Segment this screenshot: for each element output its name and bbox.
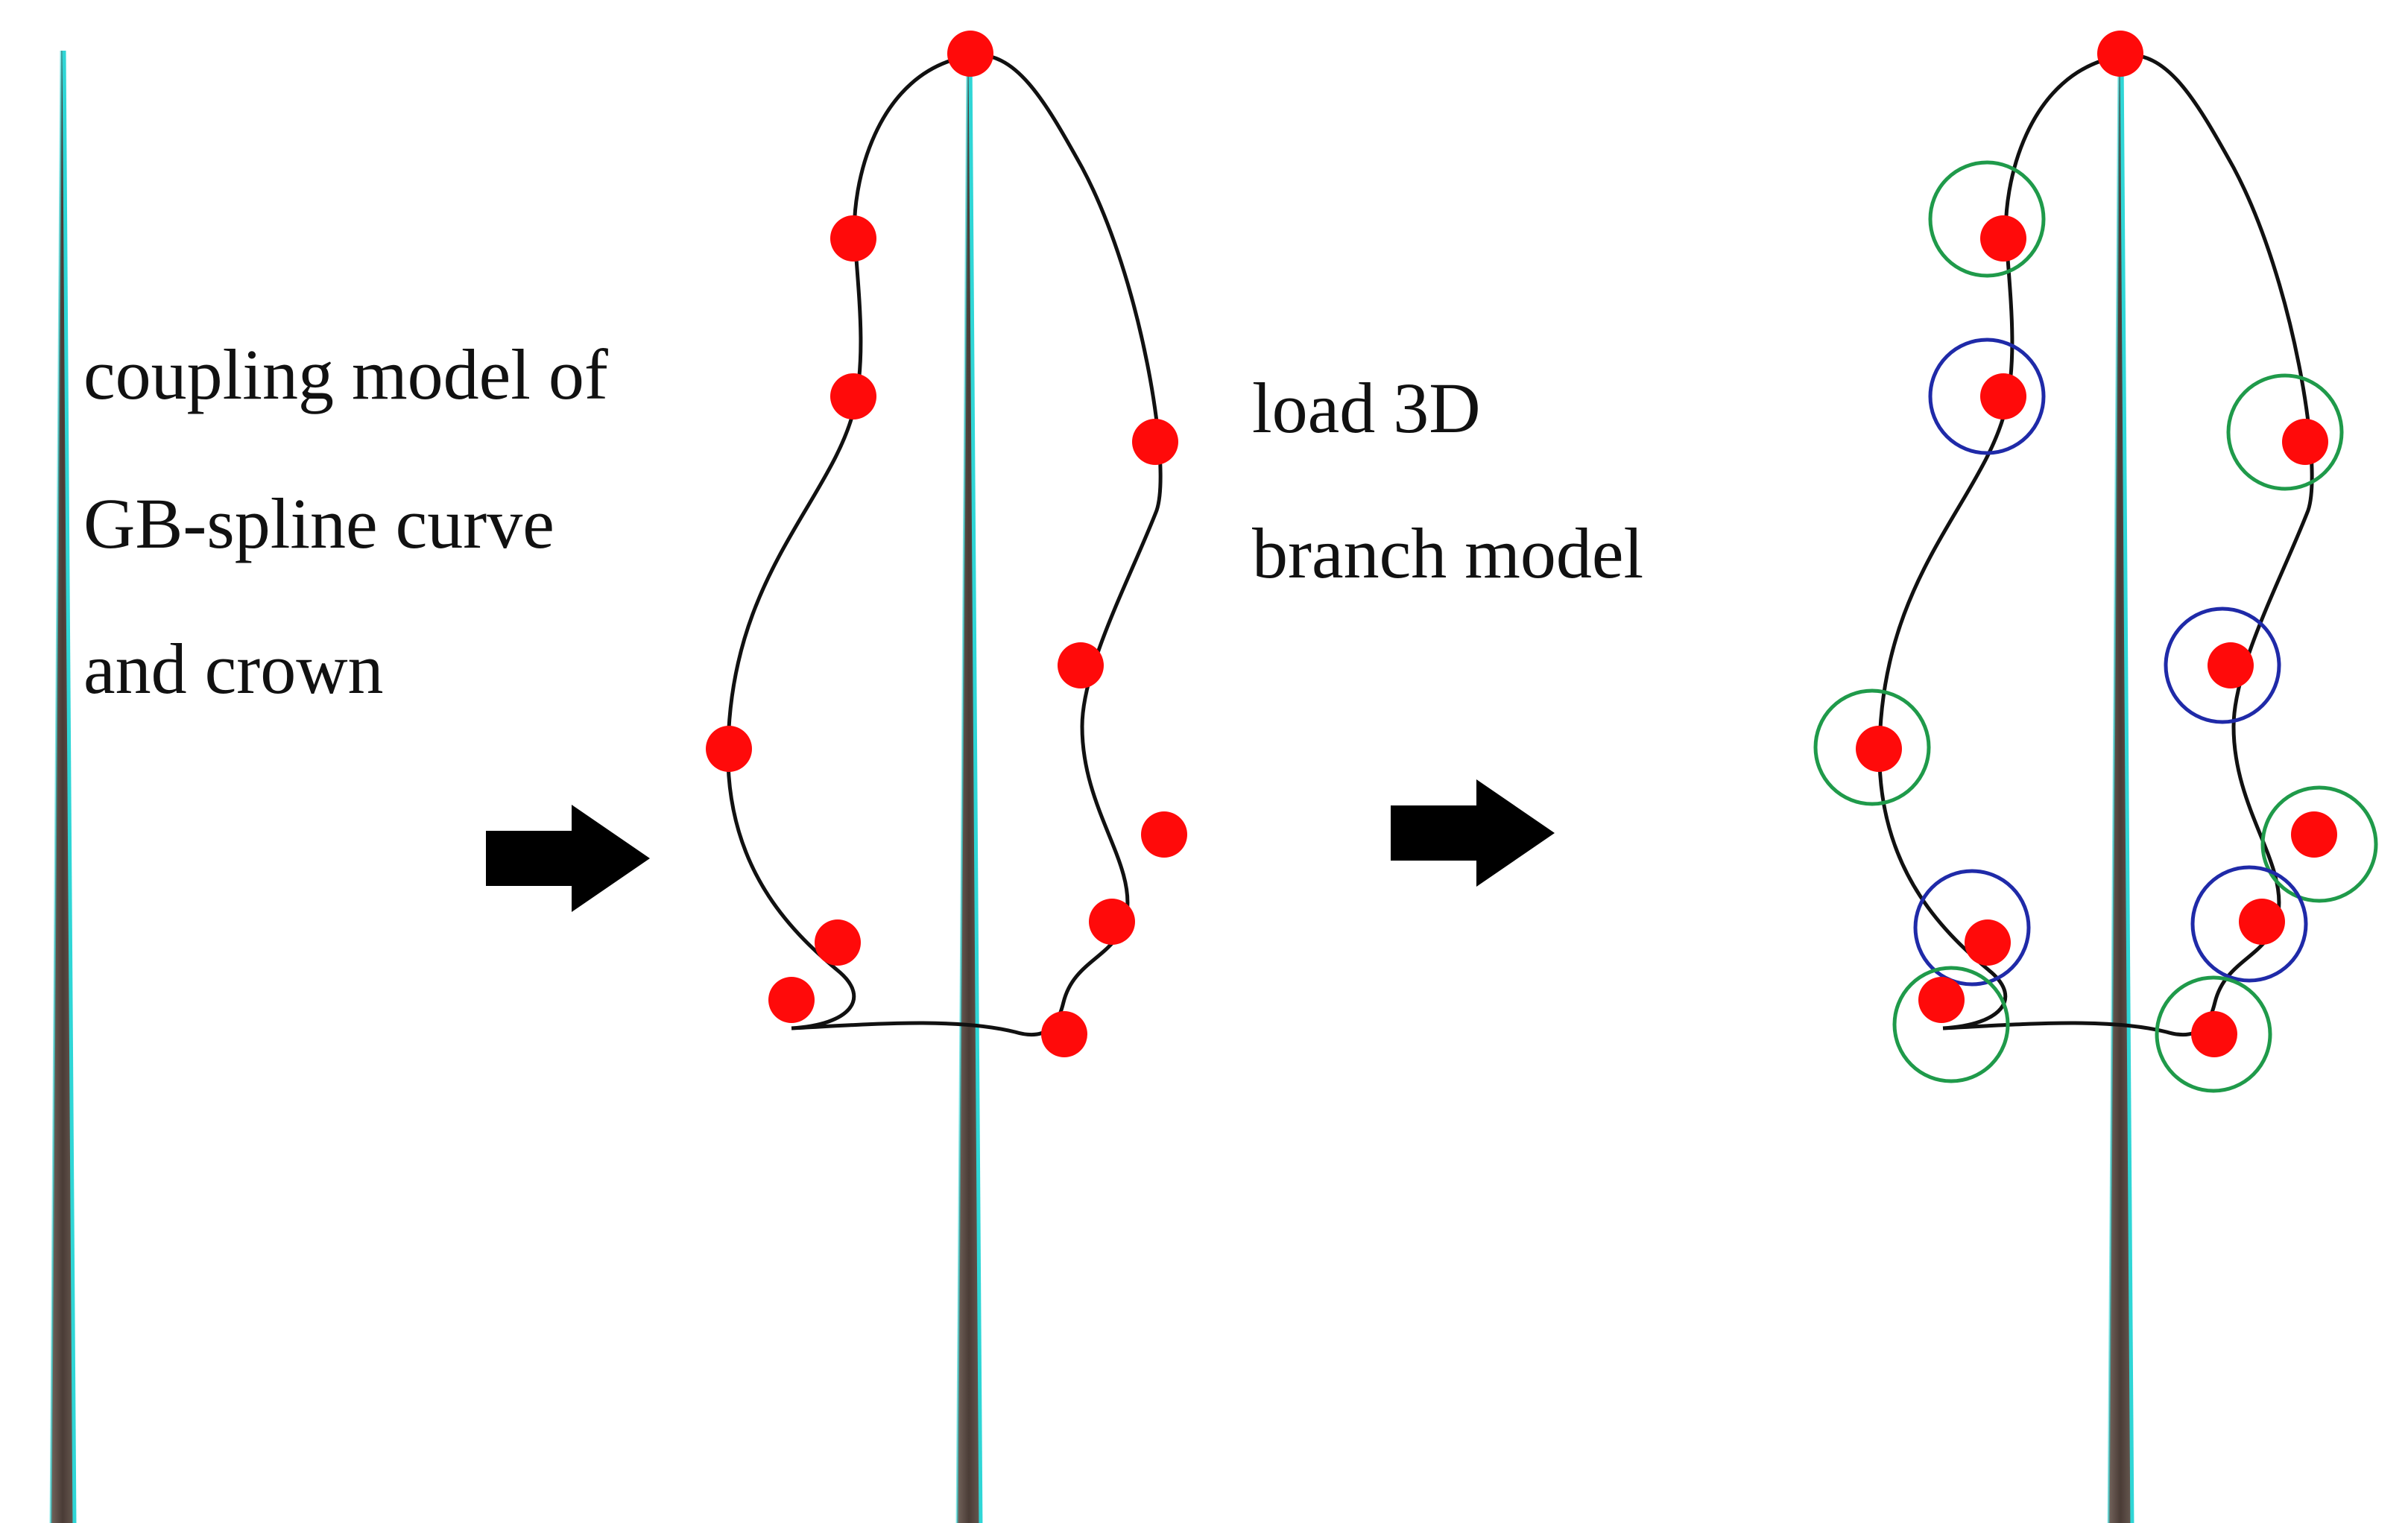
branch-rings	[1813, 160, 2378, 1093]
control-point-icon	[1141, 811, 1187, 858]
control-point-icon	[2208, 642, 2254, 688]
control-point-icon	[1965, 919, 2011, 966]
branch-ring-icon	[1928, 338, 2046, 455]
gb-spline-crown-curve	[1880, 55, 2312, 1035]
branch-ring-icon	[2190, 865, 2308, 983]
panel-1: coupling model of GB-spline curve and cr…	[49, 51, 626, 1523]
step1-label-line-3: and crown	[83, 629, 384, 709]
branch-ring-icon	[1892, 966, 2010, 1083]
step2-label: load 3D branch model	[1252, 368, 1643, 593]
tree-trunk-3	[2107, 56, 2134, 1523]
control-point-icon	[1041, 1011, 1087, 1057]
control-point-icon	[2291, 811, 2337, 858]
control-point-icon	[2097, 31, 2143, 77]
gb-spline-crown-curve	[728, 55, 1160, 1035]
panel-2	[706, 31, 1187, 1523]
step2-label-line-2: branch model	[1252, 513, 1643, 593]
branch-ring-icon	[2155, 975, 2272, 1093]
branch-ring-icon	[1913, 869, 2031, 987]
control-point-icon	[815, 919, 861, 966]
control-point-icon	[2282, 419, 2328, 465]
control-point-icon	[1980, 215, 2026, 262]
control-point-icon	[830, 373, 876, 419]
branch-ring-icon	[2260, 785, 2378, 903]
branch-ring-icon	[2164, 607, 2281, 724]
branch-ring-icon	[1928, 160, 2046, 278]
control-point-icon	[830, 215, 876, 262]
control-point-icon	[1089, 899, 1135, 945]
panel-3	[1813, 31, 2378, 1523]
control-points	[706, 31, 1187, 1057]
step2-label-line-1: load 3D	[1252, 368, 1481, 448]
tree-trunk-1	[49, 51, 76, 1523]
step1-label-line-2: GB-spline curve	[83, 484, 554, 563]
step1-label: coupling model of GB-spline curve and cr…	[83, 335, 626, 709]
tree-trunk-2	[955, 56, 982, 1523]
right-arrow-icon	[1391, 779, 1555, 887]
step1-label-line-1: coupling model of	[83, 335, 608, 414]
control-point-icon	[947, 31, 993, 77]
control-point-icon	[706, 726, 752, 772]
control-point-icon	[1058, 642, 1104, 688]
control-point-icon	[768, 977, 815, 1023]
control-point-icon	[1132, 419, 1178, 465]
branch-ring-icon	[1813, 688, 1931, 806]
branch-ring-icon	[2226, 373, 2344, 491]
control-points	[1856, 31, 2337, 1057]
control-point-icon	[2191, 1011, 2237, 1057]
right-arrow-icon	[486, 805, 650, 912]
control-point-icon	[1856, 726, 1902, 772]
control-point-icon	[1980, 373, 2026, 419]
control-point-icon	[2239, 899, 2285, 945]
control-point-icon	[1918, 977, 1965, 1023]
